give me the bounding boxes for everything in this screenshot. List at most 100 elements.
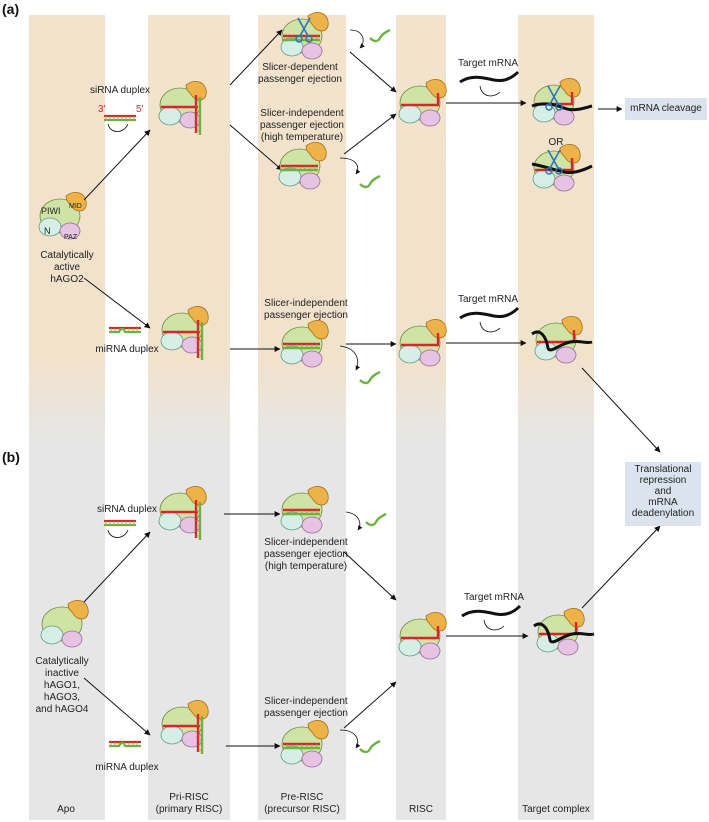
arrow-apo-to-mirna	[83, 277, 151, 329]
svg-text:Catalytically: Catalytically	[40, 250, 93, 261]
column-label-pre-risc: Pre-RISC	[281, 792, 324, 803]
svg-text:hAGO3,: hAGO3,	[44, 692, 80, 703]
sirna-duplex-label-a: siRNA duplex	[90, 85, 150, 96]
arrow-pri-to-dep	[229, 29, 283, 86]
translational-line-4: mRNA	[648, 497, 678, 508]
target-complex-cleavage-1	[531, 78, 593, 125]
slicer-independent-label-a: Slicer-independent passenger ejection	[264, 298, 348, 321]
sirna-duplex-label-b: siRNA duplex	[97, 504, 157, 515]
svg-text:passenger ejection: passenger ejection	[264, 310, 348, 321]
svg-text:passenger ejection: passenger ejection	[264, 708, 348, 719]
arrow-dep-to-risc	[349, 51, 397, 93]
binding-curve-3	[483, 619, 505, 631]
band-risc	[396, 15, 446, 820]
column-label-pri-risc-sub: (primary RISC)	[156, 804, 223, 815]
mirna-duplex-label-b: miRNA duplex	[95, 762, 158, 773]
arrow-indep-to-risc-a	[343, 113, 397, 155]
target-mrna-label-2: Target mRNA	[458, 294, 518, 305]
translational-repression-box: Translational repression and mRNA deaden…	[625, 462, 701, 526]
loading-curve	[107, 123, 129, 132]
column-label-apo: Apo	[57, 804, 75, 815]
end-3-label: 3'	[98, 104, 106, 115]
column-label-risc: RISC	[409, 804, 433, 815]
ejected-passenger-2	[358, 174, 382, 189]
active-label: Catalytically active hAGO2	[40, 250, 93, 285]
slicer-independent-ht-label-b: Slicer-independent passenger ejection (h…	[264, 537, 348, 572]
domain-piwi: PIWI	[41, 206, 61, 216]
arrow-pre-to-risc-b2	[343, 681, 397, 729]
ejection-arrow-5	[339, 729, 361, 749]
svg-text:hAGO1,: hAGO1,	[44, 680, 80, 691]
domain-paz: PAZ	[64, 234, 78, 241]
svg-text:(high temperature): (high temperature)	[265, 561, 347, 572]
target-mrna-label-1: Target mRNA	[458, 58, 518, 69]
sirna-duplex-a	[102, 114, 138, 122]
end-5-label: 5'	[136, 104, 144, 115]
target-mrna-2	[459, 306, 520, 320]
arrow-b-to-translational	[581, 525, 661, 609]
translational-line-2: repression	[639, 475, 687, 486]
svg-text:passenger ejection: passenger ejection	[258, 74, 342, 85]
ejected-passenger-3	[358, 370, 382, 385]
svg-text:Slicer-independent: Slicer-independent	[264, 696, 348, 707]
svg-text:Slicer-independent: Slicer-independent	[264, 298, 348, 309]
svg-text:active: active	[54, 262, 81, 273]
slicer-dependent-label: Slicer-dependent passenger ejection	[258, 62, 342, 85]
target-mrna-1	[459, 70, 520, 84]
mrna-cleavage-box: mRNA cleavage	[625, 98, 707, 120]
svg-text:passenger ejection: passenger ejection	[260, 120, 344, 131]
ejected-passenger-5	[358, 739, 382, 754]
target-complex-b	[533, 608, 595, 655]
arrow-pri-to-indep-ht	[229, 124, 283, 171]
translational-line-3: and	[654, 486, 672, 497]
svg-text:inactive: inactive	[45, 668, 79, 679]
svg-text:(high temperature): (high temperature)	[261, 132, 343, 143]
inactive-label: Catalytically inactive hAGO1, hAGO3, and…	[35, 656, 89, 715]
column-bands	[29, 15, 594, 820]
target-mrna-3	[461, 604, 522, 618]
column-label-target-complex: Target complex	[522, 804, 590, 815]
svg-text:Slicer-independent: Slicer-independent	[264, 537, 348, 548]
svg-text:Slicer-independent: Slicer-independent	[260, 108, 344, 119]
ejection-arrow-1	[349, 29, 365, 49]
svg-text:Catalytically: Catalytically	[35, 656, 88, 667]
ejection-arrow-4	[345, 511, 363, 531]
binding-curve-1	[479, 85, 501, 97]
svg-text:and hAGO4: and hAGO4	[36, 704, 89, 715]
loading-curve-b	[107, 529, 129, 538]
band-pri-risc	[148, 15, 230, 820]
translational-line-5: deadenylation	[631, 508, 695, 519]
arrow-a-to-translational	[581, 367, 661, 453]
column-label-pri-risc: Pri-RISC	[169, 792, 208, 803]
arrow-pre-to-risc-b1	[343, 551, 397, 601]
target-complex-mirna-a	[531, 316, 593, 363]
target-mrna-label-3: Target mRNA	[464, 592, 524, 603]
mirna-duplex-b	[107, 740, 143, 748]
sirna-duplex-b	[102, 519, 138, 527]
or-label: OR	[549, 137, 564, 148]
arrow-apo-to-sirna	[83, 129, 151, 201]
panel-label-a: (a)	[2, 1, 19, 17]
band-target-complex	[518, 15, 594, 820]
ejected-passenger-4	[364, 512, 388, 527]
mirna-duplex-label-a: miRNA duplex	[95, 344, 158, 355]
svg-text:hAGO2: hAGO2	[50, 274, 84, 285]
arrow-apo-to-sirna-b	[83, 531, 151, 603]
domain-n: N	[44, 226, 51, 236]
target-complex-cleavage-2	[531, 144, 593, 191]
mirna-duplex-a	[107, 326, 143, 334]
ejected-passenger-1	[368, 28, 392, 43]
binding-curve-2	[479, 321, 501, 333]
svg-text:Slicer-dependent: Slicer-dependent	[262, 62, 338, 73]
svg-text:passenger ejection: passenger ejection	[264, 549, 348, 560]
ejection-arrow-2	[339, 157, 361, 175]
slicer-independent-ht-label-a: Slicer-independent passenger ejection (h…	[260, 108, 344, 143]
panel-label-b: (b)	[2, 449, 20, 465]
domain-mid: MID	[69, 203, 82, 210]
translational-line-1: Translational	[634, 464, 692, 475]
column-label-pre-risc-sub: (precursor RISC)	[264, 804, 340, 815]
ejection-arrow-3	[339, 345, 361, 371]
arrow-apo-to-mirna-b	[83, 677, 151, 736]
slicer-independent-label-b: Slicer-independent passenger ejection	[264, 696, 348, 719]
